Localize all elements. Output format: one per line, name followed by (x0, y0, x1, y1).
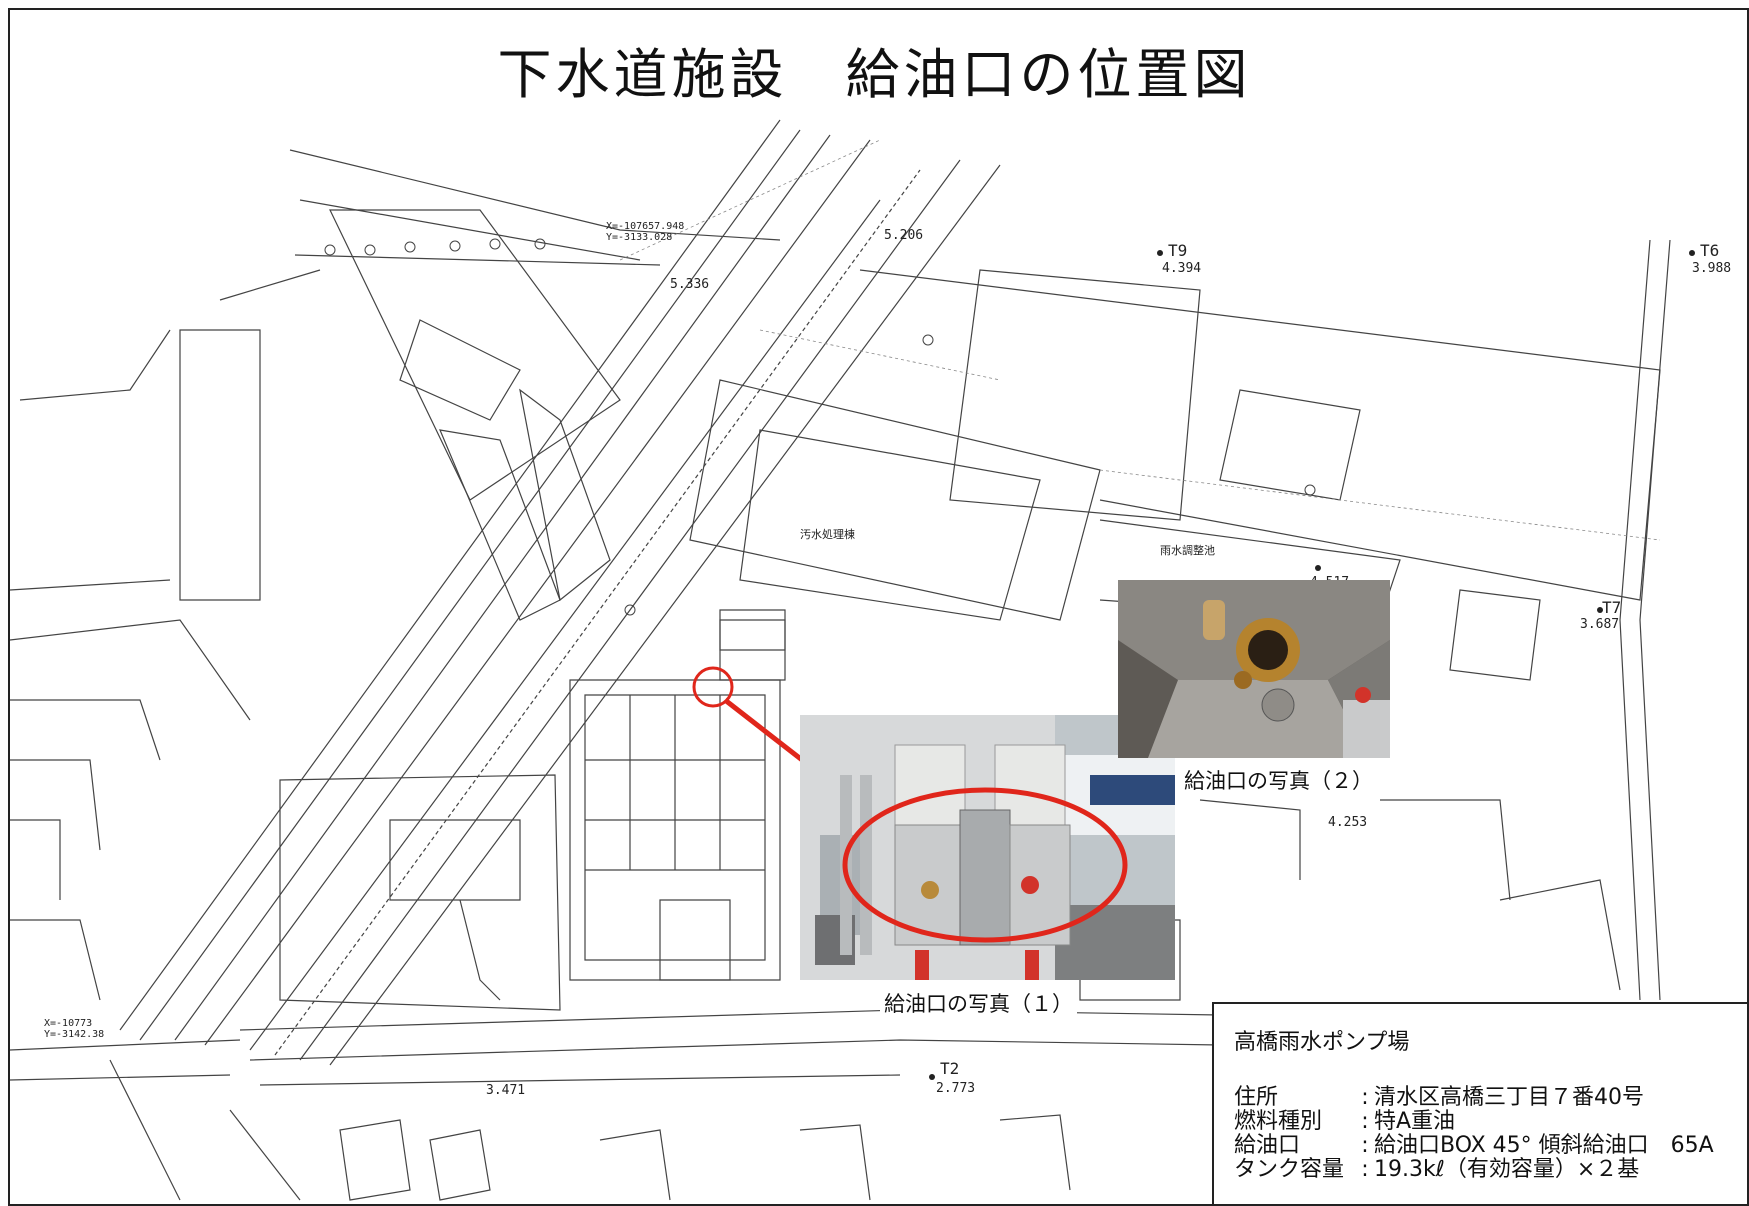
label-coord-top-y: Y=-3133.028 (606, 232, 672, 243)
label-t2-elev: 2.773 (936, 1081, 975, 1096)
info-key: 住所 (1234, 1085, 1279, 1110)
label-elev-206: 5.206 (884, 228, 923, 243)
label-bldg-main: 汚水処理棟 (800, 527, 855, 541)
info-key: 燃料種別 (1234, 1109, 1323, 1134)
label-t2: T2 (940, 1059, 959, 1078)
photo-1-caption: 給油口の写真（１） (880, 988, 1077, 1018)
fueling-port-photo-1 (800, 715, 1175, 980)
label-t7-elev: 3.687 (1580, 617, 1619, 632)
info-value: 清水区高橋三丁目７番40号 (1374, 1085, 1644, 1110)
label-elev-471: 3.471 (486, 1083, 525, 1098)
info-key: 給油口 (1234, 1133, 1301, 1158)
info-key: タンク容量 (1234, 1157, 1345, 1182)
info-row-address: 住所:清水区高橋三丁目７番40号 (1234, 1085, 1644, 1110)
photo-2-caption: 給油口の写真（２） (1180, 765, 1377, 795)
label-bldg-rain: 雨水調整池 (1160, 543, 1215, 557)
facility-info-box: 高橋雨水ポンプ場 住所:清水区高橋三丁目７番40号 燃料種別:特A重油 給油口:… (1212, 1002, 1749, 1206)
page-title: 下水道施設 給油口の位置図 (497, 43, 1252, 106)
label-elev-253: 4.253 (1328, 815, 1367, 830)
info-row-port: 給油口:給油口BOX 45° 傾斜給油口 65A (1234, 1133, 1714, 1158)
info-value: 特A重油 (1374, 1109, 1456, 1134)
label-t9: T9 (1168, 241, 1187, 260)
label-t7: T7 (1602, 598, 1621, 617)
label-coord-top-x: X=-107657.948 (606, 221, 684, 232)
fueling-port-marker (692, 666, 734, 708)
info-row-tank: タンク容量:19.3kℓ（有効容量）×２基 (1234, 1157, 1640, 1182)
label-coord-left-x: X=-10773 (44, 1018, 92, 1029)
info-row-fuel: 燃料種別:特A重油 (1234, 1109, 1456, 1134)
facility-name: 高橋雨水ポンプ場 (1234, 1030, 1410, 1055)
info-value: 給油口BOX 45° 傾斜給油口 65A (1374, 1133, 1714, 1158)
label-elev-336: 5.336 (670, 277, 709, 292)
label-coord-left-y: Y=-3142.38 (44, 1029, 104, 1040)
info-value: 19.3kℓ（有効容量）×２基 (1374, 1157, 1640, 1182)
label-t6-elev: 3.988 (1692, 261, 1731, 276)
fueling-port-photo-2 (1118, 580, 1390, 758)
label-t6: T6 (1700, 241, 1719, 260)
label-t9-elev: 4.394 (1162, 261, 1201, 276)
